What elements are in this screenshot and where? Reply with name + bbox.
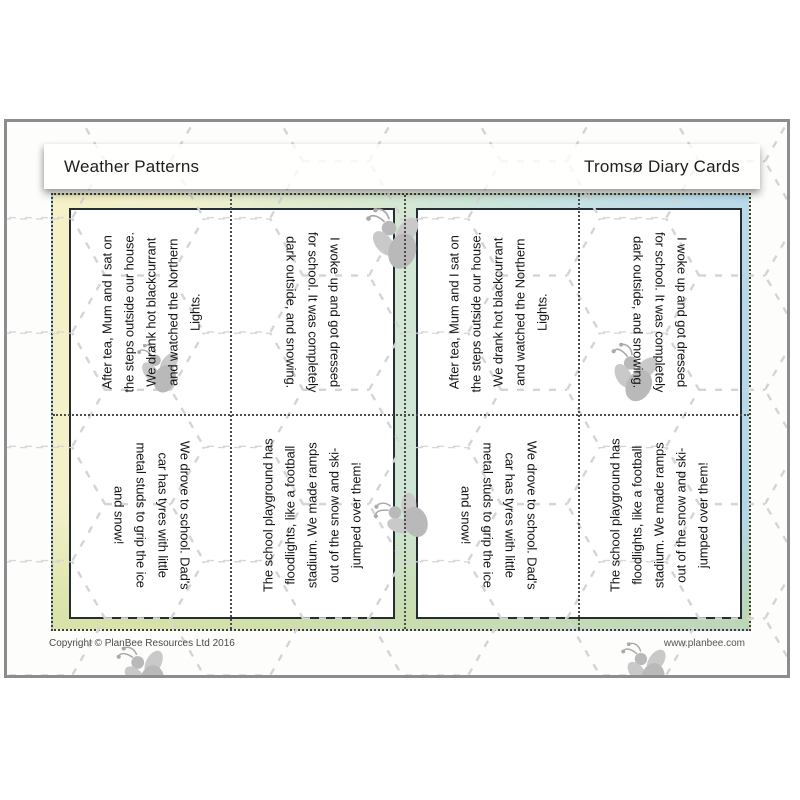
- fold-line-vertical-center: [404, 195, 406, 629]
- copyright-text: Copyright © PlanBee Resources Ltd 2016: [49, 638, 235, 649]
- diary-card-playground-copy: The school playground has floodlights, l…: [579, 414, 740, 618]
- diary-card-text: I woke up and got dressed for school. It…: [630, 231, 690, 392]
- worksheet-artwork: After tea, Mum and I sat on the steps ou…: [4, 119, 790, 678]
- fold-line-vertical: [230, 195, 232, 629]
- diary-card-woke-up-copy: I woke up and got dressed for school. It…: [579, 210, 740, 414]
- diary-card-text: The school playground has floodlights, l…: [260, 438, 364, 593]
- diary-card-text: We drove to school. Dad's car has tyres …: [458, 440, 540, 590]
- website-text: www.planbee.com: [663, 638, 745, 649]
- page-title: Weather Patterns: [64, 156, 200, 176]
- fold-line-horizontal: [53, 414, 749, 416]
- diary-card-text: We drove to school. Dad's car has tyres …: [111, 440, 193, 590]
- diary-card-text: I woke up and got dressed for school. It…: [283, 231, 343, 392]
- diary-card-woke-up: I woke up and got dressed for school. It…: [232, 210, 393, 414]
- diary-card-drove-to-school-copy: We drove to school. Dad's car has tyres …: [418, 414, 579, 618]
- diary-card-text: After tea, Mum and I sat on the steps ou…: [446, 231, 550, 393]
- diary-card-after-tea-copy: After tea, Mum and I sat on the steps ou…: [418, 210, 579, 414]
- diary-card-playground: The school playground has floodlights, l…: [232, 414, 393, 618]
- card-sheet: After tea, Mum and I sat on the steps ou…: [51, 193, 751, 631]
- page-subtitle: Tromsø Diary Cards: [584, 156, 740, 176]
- diary-card-text: The school playground has floodlights, l…: [607, 438, 711, 593]
- diary-card-after-tea: After tea, Mum and I sat on the steps ou…: [71, 210, 232, 414]
- diary-card-text: After tea, Mum and I sat on the steps ou…: [99, 231, 203, 393]
- diary-card-drove-to-school: We drove to school. Dad's car has tyres …: [71, 414, 232, 618]
- header-bar: Weather Patterns Tromsø Diary Cards: [44, 144, 760, 189]
- fold-line-vertical: [578, 195, 580, 629]
